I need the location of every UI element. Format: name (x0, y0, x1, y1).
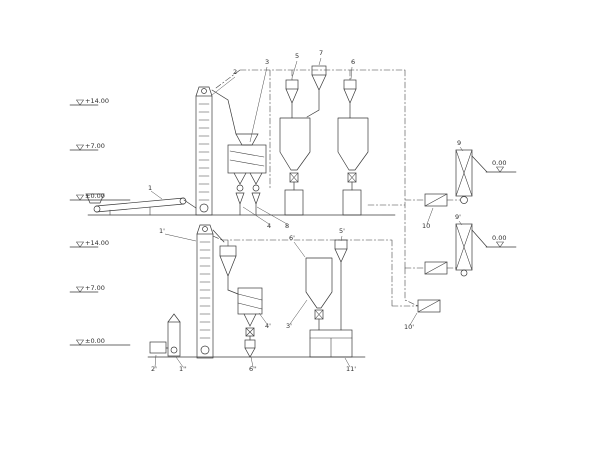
cyclone-b (343, 79, 357, 90)
aspiration-ducting-bottom (212, 235, 419, 307)
elevation-marker: +7.00 (69, 284, 105, 293)
feeder-box (149, 341, 167, 354)
tag-10p: 10' (404, 323, 414, 331)
elevation-marker: ±0.00 (69, 192, 131, 201)
elevation-markers-left: +14.00 +7.00 ±0.00 +14.00 +7.00 ±0.00 (69, 97, 131, 346)
tag-3p: 3' (286, 322, 292, 330)
tag-3: 3 (265, 58, 269, 66)
bucket-elevator-1p (196, 224, 225, 359)
boot-pulley (200, 345, 210, 355)
tag-8: 8 (285, 222, 289, 230)
cyclone-d (219, 245, 237, 291)
grain-cleaner (227, 133, 267, 216)
aspiration-ducting-top (215, 69, 426, 269)
scale-hopper-b (337, 79, 369, 216)
tag-2p: 2' (151, 365, 157, 373)
elevation-label: +14.00 (85, 239, 109, 247)
tag-6: 6 (351, 58, 355, 66)
head-pulley (202, 226, 208, 232)
tag-9: 9 (457, 139, 461, 147)
elevation-marker: 0.00 (485, 234, 517, 248)
elevation-markers-right: 0.00 0.00 (485, 159, 517, 248)
airlock (236, 184, 244, 192)
tag-5p: 5' (339, 227, 345, 235)
elevation-label: 0.00 (492, 234, 506, 242)
small-elevator-2p (149, 313, 181, 357)
elevation-label: +7.00 (85, 284, 105, 292)
elevation-marker: +14.00 (69, 239, 109, 248)
discharge-spout (211, 89, 237, 135)
cyclone-a (285, 79, 299, 90)
air-filter-9b (446, 223, 488, 277)
elevation-label: ±0.00 (85, 337, 105, 345)
air-filter-9 (446, 149, 488, 204)
equipment-tags: 1 2 3 5 7 6 4 8 9 9' 10 10' 1' 1'' 2' 6'… (148, 49, 464, 373)
tag-2: 2 (233, 68, 237, 76)
cyclone-c (306, 65, 327, 118)
sieve-decks (229, 150, 265, 167)
head-pulley (201, 88, 207, 94)
stand (342, 189, 362, 216)
elevation-label: 0.00 (492, 159, 506, 167)
cyclone-5p (334, 239, 348, 331)
elevation-label: +14.00 (85, 97, 109, 105)
intake-hopper (85, 193, 105, 204)
elevation-marker: +7.00 (69, 142, 105, 151)
elevation-marker: +14.00 (69, 97, 109, 106)
feed-bin-3p (305, 257, 333, 331)
tag-4: 4 (267, 222, 271, 230)
bucket-elevator-2 (195, 86, 237, 216)
packer-11p (309, 329, 353, 358)
stand (284, 189, 304, 216)
elevation-marker: 0.00 (485, 159, 517, 173)
tag-5: 5 (295, 52, 299, 60)
tag-7: 7 (319, 49, 323, 57)
tag-6pp: 6'' (249, 365, 257, 373)
tag-10: 10 (422, 222, 430, 230)
tag-11p: 11' (346, 365, 356, 373)
airlock (252, 184, 260, 192)
fan-box-10c (417, 299, 441, 313)
tag-1p: 1' (159, 227, 165, 235)
tag-4p: 4' (265, 322, 271, 330)
tag-1pp: 1'' (179, 365, 187, 373)
elevation-label: +7.00 (85, 142, 105, 150)
elevation-marker: ±0.00 (69, 337, 131, 346)
fan-box-10b (424, 261, 448, 275)
intake-conveyor (85, 193, 197, 216)
elevation-label: ±0.00 (85, 192, 105, 200)
ground-lines (87, 214, 396, 358)
scale-hopper-a (279, 79, 311, 216)
boot-pulley (199, 203, 209, 213)
tag-1: 1 (148, 184, 152, 192)
tag-9p: 9' (455, 213, 461, 221)
sifter-4p (227, 287, 263, 358)
fan-box-10a (424, 193, 448, 207)
tag-6p: 6' (289, 234, 295, 242)
